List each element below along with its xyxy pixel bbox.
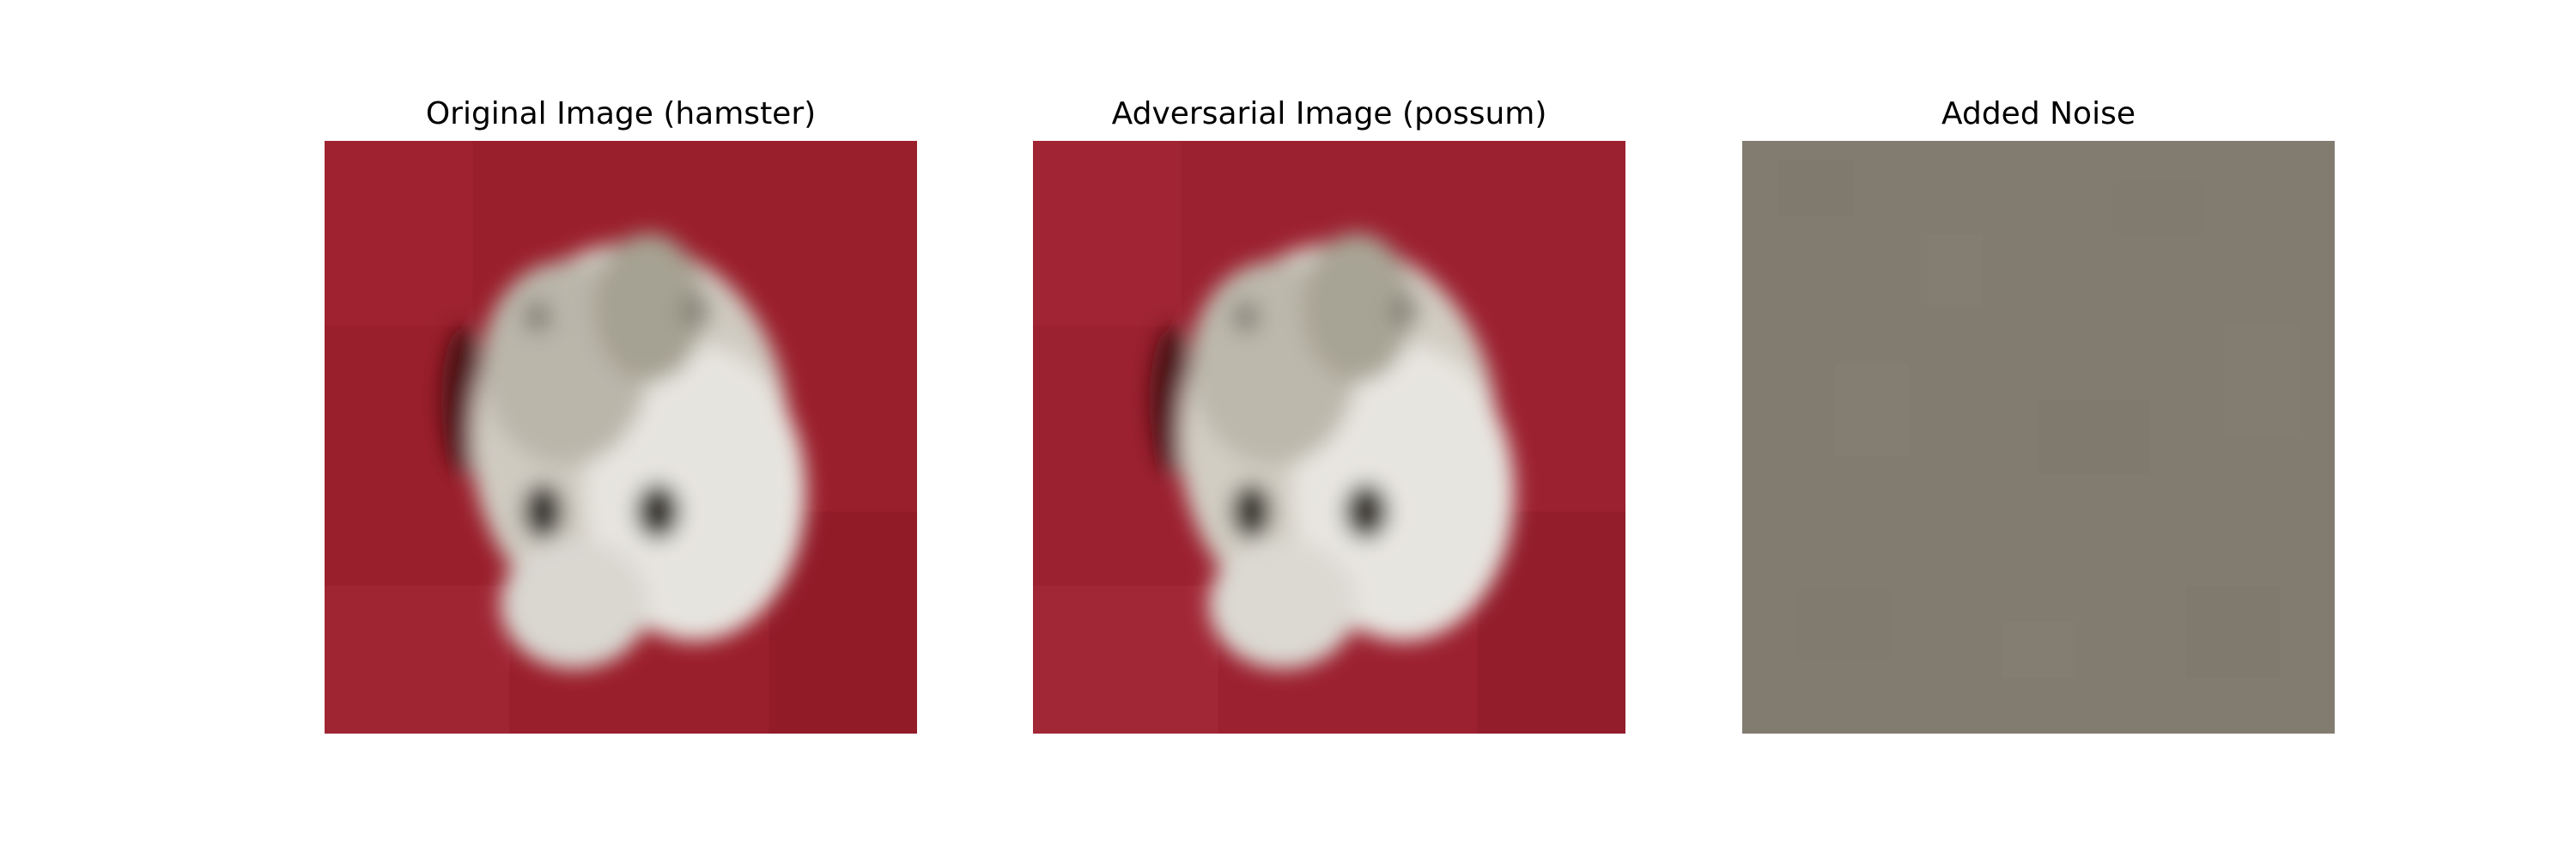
panel-adversarial: Adversarial Image (possum) — [1029, 0, 1630, 859]
panel-original: Original Image (hamster) — [320, 0, 921, 859]
adversarial-image — [1033, 141, 1625, 734]
panel-title-original: Original Image (hamster) — [425, 96, 817, 131]
original-image — [325, 141, 917, 734]
panel-noise: Added Noise — [1738, 0, 2339, 859]
panel-title-adversarial: Adversarial Image (possum) — [1111, 96, 1547, 131]
noise-image — [1742, 141, 2335, 734]
panel-title-noise: Added Noise — [1941, 96, 2136, 131]
